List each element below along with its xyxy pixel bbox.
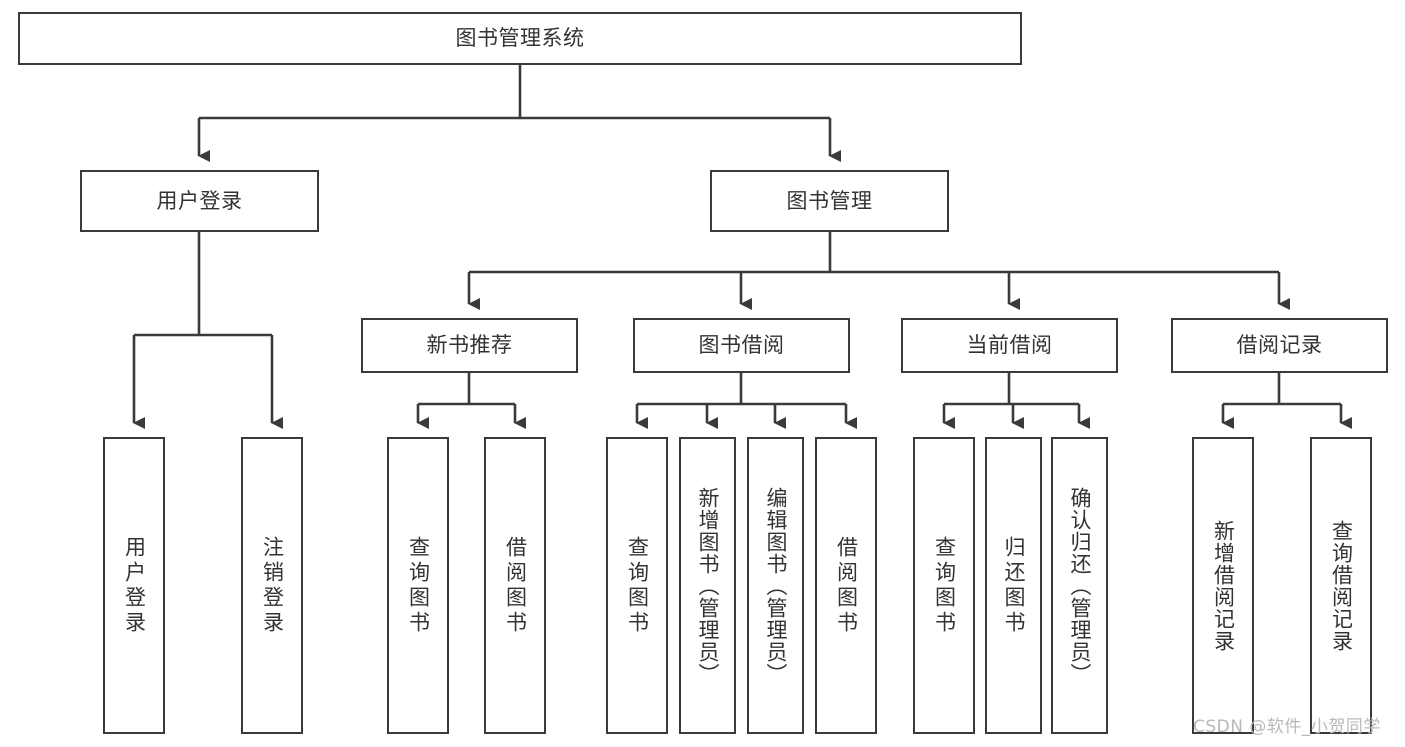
node-borrow-record[interactable]: 借阅记录 [1171, 318, 1388, 373]
leaf-node[interactable]: 借阅图书 [815, 437, 877, 734]
leaf-node[interactable]: 归还图书 [985, 437, 1042, 734]
leaf-node[interactable]: 注销登录 [241, 437, 303, 734]
node-book-borrow[interactable]: 图书借阅 [633, 318, 850, 373]
leaf-node[interactable]: 编辑图书（管理员） [747, 437, 804, 734]
watermark: CSDN @软件_小贺同学 [1193, 717, 1381, 737]
leaf-node[interactable]: 查询图书 [913, 437, 975, 734]
node-new-book-recommend[interactable]: 新书推荐 [361, 318, 578, 373]
leaf-node[interactable]: 查询图书 [387, 437, 449, 734]
leaf-node[interactable]: 查询借阅记录 [1310, 437, 1372, 734]
leaf-node[interactable]: 新增借阅记录 [1192, 437, 1254, 734]
leaf-node[interactable]: 用户登录 [103, 437, 165, 734]
leaf-node[interactable]: 查询图书 [606, 437, 668, 734]
leaf-node[interactable]: 新增图书（管理员） [679, 437, 736, 734]
leaf-node[interactable]: 确认归还（管理员） [1051, 437, 1108, 734]
node-current-borrow[interactable]: 当前借阅 [901, 318, 1118, 373]
node-user-login[interactable]: 用户登录 [80, 170, 319, 232]
node-root[interactable]: 图书管理系统 [18, 12, 1022, 65]
node-book-management[interactable]: 图书管理 [710, 170, 949, 232]
leaf-node[interactable]: 借阅图书 [484, 437, 546, 734]
